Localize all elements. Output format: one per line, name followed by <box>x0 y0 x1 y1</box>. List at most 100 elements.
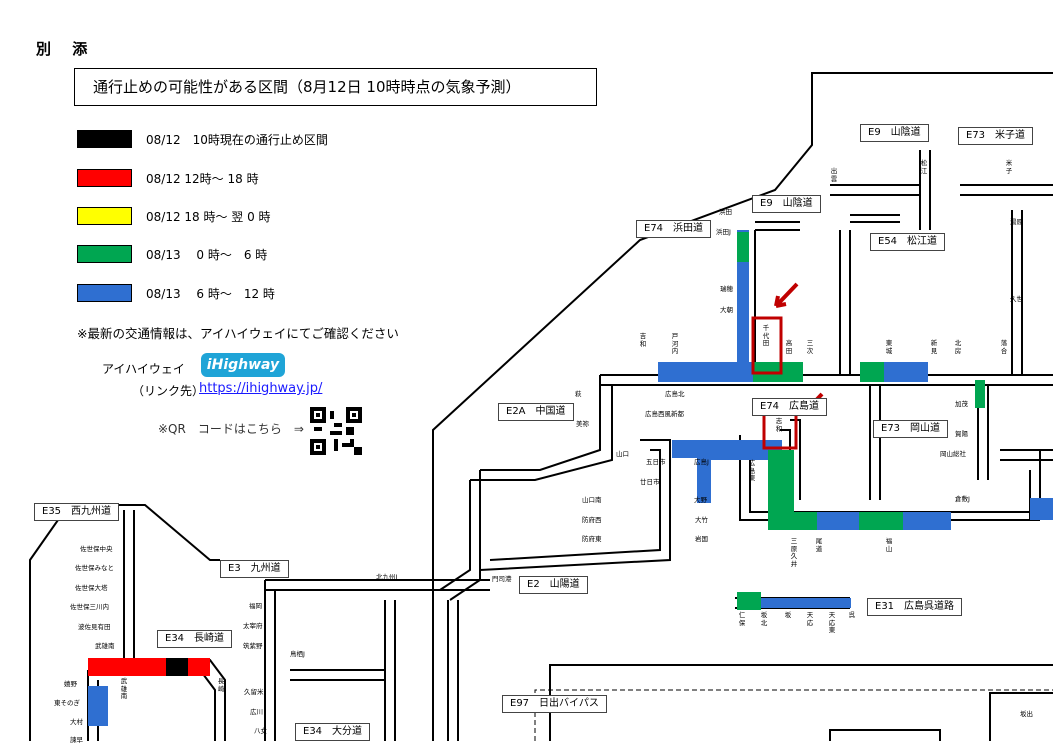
route-label: E2A 中国道 <box>498 403 574 421</box>
segment-green <box>859 512 903 530</box>
place-label: 岡山総社 <box>940 450 966 458</box>
place-label: 吉和 <box>639 332 647 348</box>
place-label: 五日市 <box>646 458 666 466</box>
legend-label: 08/13 6 時～ 12 時 <box>146 287 275 301</box>
place-label: 落合 <box>1000 339 1008 355</box>
place-label: 諫早 <box>70 736 83 744</box>
info-note: ※最新の交通情報は、アイハイウェイにてご確認ください <box>77 326 399 341</box>
place-label: 東城 <box>885 339 893 355</box>
route-label: E73 米子道 <box>958 127 1034 145</box>
segment-blue <box>737 230 749 365</box>
route-label: E74 広島道 <box>752 398 828 416</box>
ihighway-name: アイハイウェイ <box>102 362 185 376</box>
road-line <box>470 385 613 481</box>
segment-blue <box>658 362 753 382</box>
place-label: 戸河内 <box>671 332 679 355</box>
segment-green <box>975 380 985 408</box>
place-label: 門司港 <box>492 575 512 583</box>
highlight-marker <box>751 316 783 375</box>
place-label: 加茂 <box>955 400 968 408</box>
place-label: 佐世保中央 <box>80 545 113 553</box>
place-label: 防府西 <box>582 516 602 524</box>
segment-green <box>860 362 884 382</box>
place-label: 萩 <box>575 390 582 398</box>
segment-blue <box>884 362 928 382</box>
region-boundary <box>534 689 1053 741</box>
place-label: 賀陽 <box>955 430 968 438</box>
place-label: 千代田 <box>762 324 770 347</box>
place-label: 広島東 <box>748 459 756 482</box>
place-label: 広島北 <box>665 390 685 398</box>
segment-blue <box>761 598 851 608</box>
segment-blue <box>817 512 859 530</box>
legend-label: 08/12 12時～ 18 時 <box>146 172 259 186</box>
place-label: 大竹 <box>695 516 708 524</box>
road-line <box>479 439 671 571</box>
closure-segments <box>88 230 1053 726</box>
place-label: 大村 <box>70 718 83 726</box>
route-label: E97 日出バイパス <box>502 695 607 713</box>
place-label: 佐世保大塔 <box>75 584 108 592</box>
place-label: 天応東 <box>828 611 836 634</box>
legend-label: 08/13 0 時～ 6 時 <box>146 248 268 262</box>
place-label: 岩国 <box>695 535 708 543</box>
place-label: 久世 <box>1010 295 1023 303</box>
place-label: 武雄南 <box>120 677 128 700</box>
arrow-icon <box>774 282 799 308</box>
place-label: 大野 <box>694 496 707 504</box>
place-label: 坂北 <box>760 611 768 627</box>
place-label: 山口 <box>616 450 629 458</box>
legend-swatch <box>77 130 132 148</box>
place-label: 呉 <box>848 611 856 619</box>
route-label: E2 山陽道 <box>519 576 588 594</box>
place-label: 北九州J <box>376 573 398 581</box>
place-label: 高田 <box>785 339 793 355</box>
place-label: 松江 <box>920 159 928 175</box>
qr-code-icon <box>310 407 362 455</box>
route-label: E74 浜田道 <box>636 220 712 238</box>
route-label: E31 広島呉道路 <box>867 598 963 616</box>
place-label: 米子 <box>1005 159 1013 175</box>
place-label: 広川 <box>250 708 263 716</box>
place-label: 三次 <box>806 339 814 355</box>
place-label: 防府東 <box>582 535 602 543</box>
road-line <box>790 419 801 500</box>
place-label: 久留米 <box>244 688 264 696</box>
place-label: 仁保 <box>738 611 746 627</box>
segment-green <box>782 512 817 530</box>
place-label: 瑞穂 <box>720 285 733 293</box>
region-boundary <box>829 729 941 741</box>
segment-green <box>737 232 749 262</box>
place-label: 廿日市J <box>640 478 662 486</box>
page-title: 通行止めの可能性がある区間（8月12日 10時時点の気象予測） <box>74 68 597 106</box>
legend-swatch <box>77 284 132 302</box>
region-boundary <box>432 72 1053 741</box>
place-label: 筑紫野 <box>243 642 263 650</box>
place-label: 長崎 <box>217 677 225 693</box>
place-label: 大朝 <box>720 306 733 314</box>
place-label: 広島J <box>694 458 709 466</box>
ihighway-link[interactable]: https://ihighway.jp/ <box>199 381 323 396</box>
place-label: 三原久井 <box>790 537 798 568</box>
place-label: 尾道 <box>815 537 823 553</box>
place-label: 美祢 <box>576 420 589 428</box>
route-label: E3 九州道 <box>220 560 289 578</box>
road-line <box>439 480 471 591</box>
link-label: （リンク先） <box>132 384 205 398</box>
place-label: 新見 <box>930 339 938 355</box>
place-label: 佐世保三川内 <box>70 603 109 611</box>
region-boundary <box>549 664 1053 741</box>
place-label: 広島西風新都 <box>645 410 684 418</box>
place-label: 福岡 <box>249 602 262 610</box>
legend-swatch <box>77 207 132 225</box>
region-boundary <box>989 692 1053 741</box>
place-label: 北房 <box>954 339 962 355</box>
place-label: 鳥栖J <box>290 650 305 658</box>
legend-swatch <box>77 169 132 187</box>
place-label: 坂出 <box>1020 710 1033 718</box>
segment-blue <box>903 512 951 530</box>
route-label: E73 岡山道 <box>873 420 949 438</box>
place-label: 坂 <box>784 611 792 619</box>
segment-blue <box>1030 498 1053 520</box>
